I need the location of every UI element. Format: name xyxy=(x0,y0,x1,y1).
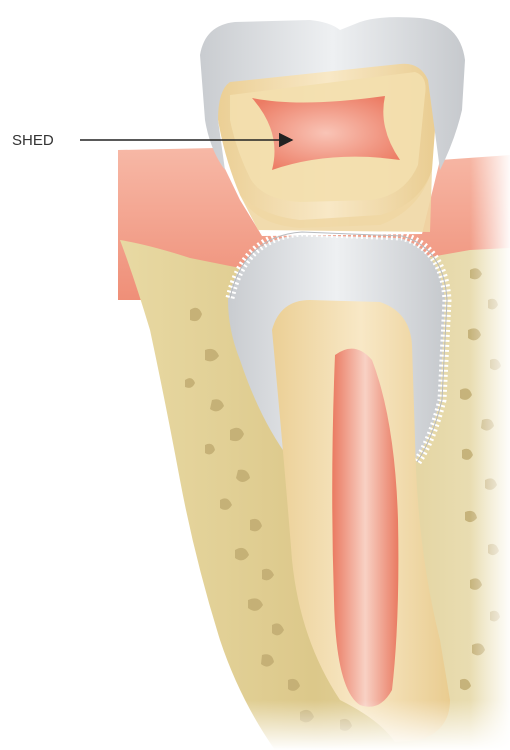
shed-label: SHED xyxy=(12,132,54,149)
